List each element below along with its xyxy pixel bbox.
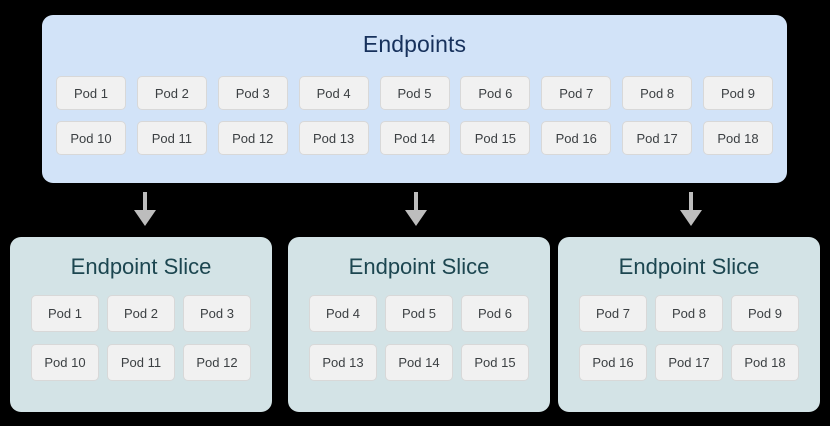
pod-box[interactable]: Pod 18 xyxy=(703,121,773,155)
endpoints-pod-grid: Pod 1 Pod 2 Pod 3 Pod 4 Pod 5 Pod 6 Pod … xyxy=(56,76,773,166)
endpoint-slice-title: Endpoint Slice xyxy=(70,254,212,279)
pod-box[interactable]: Pod 4 xyxy=(298,76,369,110)
endpoint-slice-panel: Endpoint Slice Pod 7 Pod 8 Pod 9 Pod 16 … xyxy=(558,237,820,412)
pod-box[interactable]: Pod 6 xyxy=(460,76,531,110)
arrow-down-icon xyxy=(680,192,702,226)
pod-box[interactable]: Pod 11 xyxy=(107,344,175,381)
pod-box[interactable]: Pod 3 xyxy=(217,76,288,110)
pod-box[interactable]: Pod 5 xyxy=(385,295,453,332)
pod-box[interactable]: Pod 18 xyxy=(731,344,799,381)
pod-box[interactable]: Pod 16 xyxy=(579,344,647,381)
pod-box[interactable]: Pod 5 xyxy=(379,76,450,110)
pod-box[interactable]: Pod 3 xyxy=(183,295,251,332)
pod-box[interactable]: Pod 9 xyxy=(703,76,773,110)
arrow-head xyxy=(134,210,156,226)
endpoint-slice-pod-grid: Pod 7 Pod 8 Pod 9 Pod 16 Pod 17 Pod 18 xyxy=(579,295,799,393)
endpoint-slice-pod-row: Pod 16 Pod 17 Pod 18 xyxy=(579,344,799,381)
arrow-head xyxy=(405,210,427,226)
endpoint-slice-title: Endpoint Slice xyxy=(348,254,490,279)
pod-box[interactable]: Pod 12 xyxy=(217,121,288,155)
pod-box[interactable]: Pod 4 xyxy=(309,295,377,332)
pod-box[interactable]: Pod 14 xyxy=(379,121,450,155)
arrow-head xyxy=(680,210,702,226)
pod-box[interactable]: Pod 8 xyxy=(655,295,723,332)
endpoint-slice-pod-row: Pod 4 Pod 5 Pod 6 xyxy=(309,295,529,332)
pod-box[interactable]: Pod 17 xyxy=(622,121,693,155)
pod-box[interactable]: Pod 7 xyxy=(579,295,647,332)
arrow-down-icon xyxy=(405,192,427,226)
pod-box[interactable]: Pod 1 xyxy=(31,295,99,332)
endpoint-slice-pod-row: Pod 1 Pod 2 Pod 3 xyxy=(31,295,251,332)
arrow-stem xyxy=(143,192,147,214)
pod-box[interactable]: Pod 17 xyxy=(655,344,723,381)
pod-box[interactable]: Pod 15 xyxy=(460,121,531,155)
pod-box[interactable]: Pod 2 xyxy=(107,295,175,332)
pod-box[interactable]: Pod 11 xyxy=(136,121,207,155)
pod-box[interactable]: Pod 14 xyxy=(385,344,453,381)
pod-box[interactable]: Pod 13 xyxy=(309,344,377,381)
arrow-stem xyxy=(414,192,418,214)
endpoint-slice-pod-grid: Pod 1 Pod 2 Pod 3 Pod 10 Pod 11 Pod 12 xyxy=(31,295,251,393)
pod-box[interactable]: Pod 2 xyxy=(136,76,207,110)
endpoint-slice-pod-row: Pod 13 Pod 14 Pod 15 xyxy=(309,344,529,381)
arrow-down-icon xyxy=(134,192,156,226)
endpoints-title: Endpoints xyxy=(362,31,467,57)
pod-box[interactable]: Pod 8 xyxy=(622,76,693,110)
endpoint-slice-panel: Endpoint Slice Pod 4 Pod 5 Pod 6 Pod 13 … xyxy=(288,237,550,412)
endpoint-slice-pod-grid: Pod 4 Pod 5 Pod 6 Pod 13 Pod 14 Pod 15 xyxy=(309,295,529,393)
endpoint-slice-pod-row: Pod 10 Pod 11 Pod 12 xyxy=(31,344,251,381)
pod-box[interactable]: Pod 7 xyxy=(541,76,612,110)
pod-box[interactable]: Pod 9 xyxy=(731,295,799,332)
endpoint-slice-pod-row: Pod 7 Pod 8 Pod 9 xyxy=(579,295,799,332)
pod-box[interactable]: Pod 15 xyxy=(461,344,529,381)
arrow-stem xyxy=(689,192,693,214)
pod-box[interactable]: Pod 16 xyxy=(541,121,612,155)
pod-box[interactable]: Pod 10 xyxy=(31,344,99,381)
endpoint-slice-panel: Endpoint Slice Pod 1 Pod 2 Pod 3 Pod 10 … xyxy=(10,237,272,412)
pod-box[interactable]: Pod 10 xyxy=(56,121,126,155)
endpoint-slice-title: Endpoint Slice xyxy=(618,254,760,279)
endpoints-panel: Endpoints Pod 1 Pod 2 Pod 3 Pod 4 Pod 5 … xyxy=(42,15,787,183)
pod-box[interactable]: Pod 1 xyxy=(56,76,126,110)
endpoints-pod-row: Pod 10 Pod 11 Pod 12 Pod 13 Pod 14 Pod 1… xyxy=(56,121,773,155)
pod-box[interactable]: Pod 6 xyxy=(461,295,529,332)
pod-box[interactable]: Pod 13 xyxy=(298,121,369,155)
pod-box[interactable]: Pod 12 xyxy=(183,344,251,381)
endpoints-pod-row: Pod 1 Pod 2 Pod 3 Pod 4 Pod 5 Pod 6 Pod … xyxy=(56,76,773,110)
